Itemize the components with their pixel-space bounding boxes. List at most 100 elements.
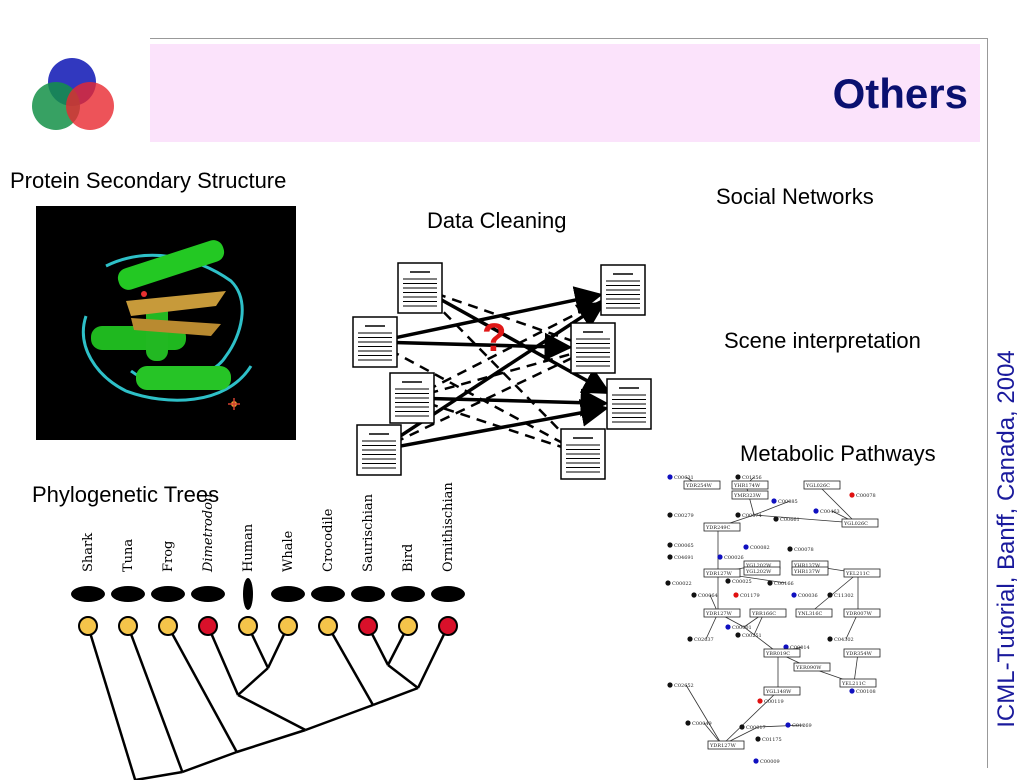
pathway-compound-dot xyxy=(739,724,745,730)
pathway-compound-dot xyxy=(691,592,697,598)
solid-edge xyxy=(378,399,609,452)
taxon-label: Tuna xyxy=(121,539,136,572)
pathway-edge xyxy=(817,484,857,524)
right-rule xyxy=(987,38,988,768)
pathway-enzyme-label: YDR249C xyxy=(705,525,731,531)
tree-branch xyxy=(237,693,307,732)
pathway-edge xyxy=(757,724,805,728)
pathway-enzyme-label: YMR323W xyxy=(733,493,762,499)
pathway-compound-label: C00085 xyxy=(778,499,798,505)
title-banner xyxy=(150,44,980,142)
document-icon xyxy=(606,378,652,430)
pathway-compound-label: C00251 xyxy=(742,633,762,639)
pathway-enzyme-label: YER090W xyxy=(795,665,822,671)
pathway-compound-label: C04302 xyxy=(834,637,854,643)
taxon-label: Dimetrodon xyxy=(201,494,216,573)
pathway-compound-dot xyxy=(735,512,741,518)
top-rule xyxy=(150,38,988,39)
document-icon xyxy=(389,372,435,424)
animal-silhouette xyxy=(191,586,225,602)
pathway-enzyme-box xyxy=(683,480,721,490)
dashed-edge xyxy=(411,288,624,400)
pathway-compound-label: C00082 xyxy=(750,545,770,551)
footer-vertical-text: ICML-Tutorial, Banff, Canada, 2004 xyxy=(990,310,1024,768)
taxon-label: Bird xyxy=(401,544,416,572)
pathway-enzyme-box xyxy=(803,480,841,490)
document-icon xyxy=(560,428,606,480)
tree-branch xyxy=(134,770,183,780)
pathway-enzyme-box xyxy=(763,648,801,658)
solid-edge xyxy=(374,286,603,344)
dashed-edge xyxy=(374,340,584,456)
pathway-edge xyxy=(745,484,755,516)
slide-title: Others xyxy=(832,70,968,117)
pathway-enzyme-box xyxy=(743,566,781,576)
animal-silhouette xyxy=(391,586,425,602)
pathway-enzyme-label: YHR174W xyxy=(733,483,761,489)
pathway-compound-label: C00078 xyxy=(856,493,876,499)
pathway-enzyme-label: YGL202W xyxy=(745,569,772,575)
pathway-compound-label: C00078 xyxy=(794,547,814,553)
pathway-compound-label: C02637 xyxy=(694,637,714,643)
pathway-compound-label: C00279 xyxy=(674,513,694,519)
pathway-compound-label: C11302 xyxy=(834,593,854,599)
tree-branch xyxy=(166,625,238,753)
document-icon xyxy=(356,424,402,476)
pathway-compound-dot xyxy=(665,580,671,586)
footer-text: ICML-Tutorial, Banff, Canada, 2004 xyxy=(993,350,1020,728)
animal-silhouette xyxy=(111,586,145,602)
tree-branch xyxy=(237,667,269,696)
pathway-compound-label: C00017 xyxy=(746,725,766,731)
pathway-compound-label: C00026 xyxy=(724,555,744,561)
pathway-compound-label: C00661 xyxy=(780,517,800,523)
pathway-compound-dot xyxy=(667,554,673,560)
label-protein: Protein Secondary Structure xyxy=(10,168,287,193)
pathway-compound-label: C00463 xyxy=(820,509,840,515)
pathway-compound-dot xyxy=(687,636,693,642)
dashed-edge xyxy=(411,396,584,456)
pathway-compound-dot xyxy=(717,554,723,560)
dashed-edge xyxy=(419,286,594,350)
document-icon xyxy=(570,322,616,374)
label-metabolic-pathways: Metabolic Pathways xyxy=(740,441,936,466)
pathway-compound-label: C00014 xyxy=(790,645,810,651)
protein-structure-image xyxy=(36,206,296,440)
tree-leaf-node xyxy=(198,616,218,636)
pathway-enzyme-box xyxy=(795,608,833,618)
pathway-enzyme-label: YEL211C xyxy=(845,571,870,577)
pathway-compound-dot xyxy=(667,474,673,480)
pathway-enzyme-label: YDR127W xyxy=(705,571,733,577)
pathway-edge xyxy=(753,514,857,524)
taxon-label: Whale xyxy=(281,530,296,572)
pathway-compound-dot xyxy=(755,736,761,742)
tree-branch xyxy=(181,750,238,774)
pathway-compound-label: C00065 xyxy=(674,543,694,549)
label-scene-interpretation: Scene interpretation xyxy=(724,328,921,353)
pathway-compound-label: C00631 xyxy=(674,475,694,481)
pathway-compound-label: C01269 xyxy=(792,723,812,729)
taxon-label: Frog xyxy=(161,541,176,572)
pathway-compound-dot xyxy=(743,544,749,550)
tree-leaf-node xyxy=(398,616,418,636)
taxon-label: Shark xyxy=(81,533,96,572)
pathway-edge xyxy=(753,500,791,516)
pathway-compound-dot xyxy=(725,578,731,584)
pathway-compound-dot xyxy=(757,698,763,704)
pathway-enzyme-label: YBR166C xyxy=(751,611,776,617)
pathway-enzyme-label: YDR007W xyxy=(845,611,873,617)
pathway-compound-label: C01175 xyxy=(762,737,782,743)
animal-silhouette xyxy=(71,586,105,602)
pathway-enzyme-label: YEL211C xyxy=(841,681,866,687)
pathway-edge xyxy=(721,690,779,746)
taxon-label: Crocodile xyxy=(321,508,336,572)
taxon-label: Human xyxy=(241,523,256,572)
pathway-compound-dot xyxy=(735,474,741,480)
pathway-compound-dot xyxy=(685,720,691,726)
pathway-compound-label: C00074 xyxy=(742,513,762,519)
animal-silhouette xyxy=(271,586,305,602)
tree-branch xyxy=(305,703,374,732)
pathway-compound-dot xyxy=(783,644,789,650)
pathway-enzyme-label: YBR019C xyxy=(765,651,790,657)
pathway-compound-dot xyxy=(849,688,855,694)
